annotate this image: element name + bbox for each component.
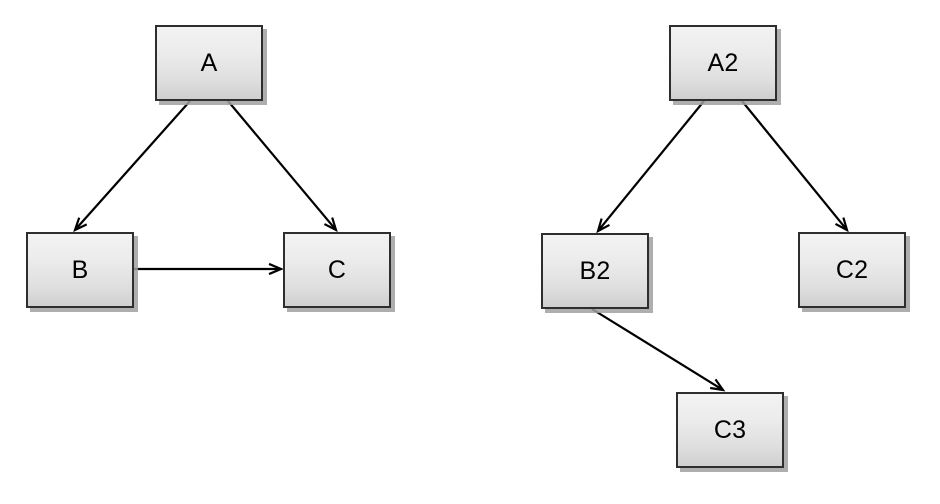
arrowhead-icon [596, 218, 611, 234]
arrowhead-icon [323, 217, 338, 233]
node-b[interactable]: B [26, 232, 134, 308]
edge-a-to-b[interactable] [73, 100, 191, 233]
node-label: C [327, 255, 347, 284]
node-c2[interactable]: C2 [798, 232, 906, 308]
edge-b2-to-c3[interactable] [591, 308, 726, 392]
edge-b-to-c[interactable] [134, 262, 284, 276]
node-label: C3 [713, 415, 747, 444]
node-b2[interactable]: B2 [541, 233, 649, 309]
edge-line [76, 100, 191, 229]
node-a[interactable]: A [155, 25, 263, 101]
arrowhead-icon [73, 217, 88, 233]
node-c3[interactable]: C3 [676, 392, 784, 468]
arrowhead-icon [268, 262, 284, 276]
edge-a2-to-c2[interactable] [741, 100, 849, 233]
node-label: B2 [579, 256, 611, 285]
node-a2[interactable]: A2 [669, 25, 777, 101]
edge-line [227, 100, 335, 229]
arrowhead-icon [709, 378, 726, 392]
node-label: A [200, 48, 218, 77]
node-label: B [71, 255, 89, 284]
edge-line [741, 100, 846, 229]
edge-line [599, 100, 705, 230]
edge-line [591, 308, 722, 390]
node-label: A2 [707, 48, 739, 77]
edge-a2-to-b2[interactable] [596, 100, 705, 234]
node-label: C2 [835, 255, 869, 284]
node-c[interactable]: C [283, 232, 391, 308]
arrowhead-icon [834, 217, 849, 233]
edge-a-to-c[interactable] [227, 100, 338, 233]
